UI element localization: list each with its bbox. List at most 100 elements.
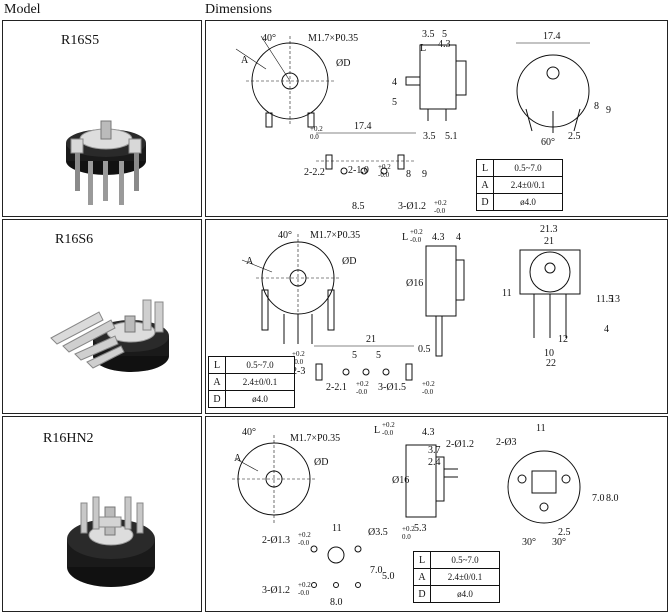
svg-text:3-Ø1.2: 3-Ø1.2 (398, 201, 426, 212)
svg-text:10: 10 (544, 348, 554, 359)
svg-text:-0.0: -0.0 (410, 236, 422, 244)
svg-text:+0.2: +0.2 (298, 531, 311, 539)
svg-text:11: 11 (536, 423, 546, 434)
product-photo-r16s5 (66, 120, 146, 205)
svg-text:21.3: 21.3 (540, 224, 558, 235)
svg-text:-0.0: -0.0 (422, 388, 434, 396)
model-name: R16S5 (61, 33, 100, 48)
dimension-drawing-r16s6: 40° M1.7×P0.35 A ØD L +0.2 -0.0 4.3 4 Ø1… (205, 219, 668, 414)
svg-text:4.3: 4.3 (432, 232, 445, 243)
svg-text:-0.0: -0.0 (298, 539, 310, 547)
dimensions-column-header: Dimensions (205, 2, 272, 17)
svg-text:A: A (246, 256, 254, 267)
dimension-drawing-r16s5: 40° M1.7×P0.35 A ØD 3.5 5 L 4.3 4 5 3.5 … (205, 20, 668, 217)
model-cell-r16hn2: R16HN2 (2, 416, 202, 612)
svg-text:4: 4 (604, 324, 609, 335)
svg-text:-0.0: -0.0 (356, 388, 368, 396)
svg-text:-0.0: -0.0 (298, 589, 310, 597)
svg-text:12: 12 (558, 334, 568, 345)
svg-text:2-2.1: 2-2.1 (326, 382, 347, 393)
svg-text:8.0: 8.0 (330, 597, 343, 608)
product-photo-r16s6 (50, 299, 169, 372)
model-cell-r16s6: R16S6 (2, 219, 202, 414)
svg-text:+0.2: +0.2 (402, 525, 415, 533)
svg-text:Ø16: Ø16 (406, 278, 423, 289)
dimension-drawing-r16hn2: 40° M1.7×P0.35 A ØD L +0.2 -0.0 4.3 3.7 … (205, 416, 668, 612)
svg-text:3.5: 3.5 (423, 131, 436, 142)
svg-text:8.0: 8.0 (606, 493, 619, 504)
svg-text:9: 9 (422, 169, 427, 180)
svg-text:-0.0: -0.0 (382, 429, 394, 437)
svg-text:0.0: 0.0 (310, 133, 319, 141)
svg-text:L: L (420, 43, 426, 54)
svg-text:L: L (374, 425, 380, 436)
svg-text:A: A (241, 55, 249, 66)
svg-text:11.5: 11.5 (596, 294, 613, 305)
svg-text:4: 4 (456, 232, 461, 243)
svg-text:5: 5 (442, 29, 447, 40)
svg-text:4.3: 4.3 (438, 39, 451, 50)
svg-text:ØD: ØD (336, 58, 350, 69)
svg-text:22: 22 (546, 358, 556, 369)
svg-text:13: 13 (610, 294, 620, 305)
svg-text:3-Ø1.2: 3-Ø1.2 (262, 585, 290, 596)
svg-text:Ø3.5: Ø3.5 (368, 527, 388, 538)
svg-text:3.5: 3.5 (422, 29, 435, 40)
svg-text:7.0: 7.0 (592, 493, 605, 504)
svg-text:17.4: 17.4 (543, 31, 561, 42)
svg-text:+0.2: +0.2 (422, 380, 435, 388)
svg-text:2-3: 2-3 (292, 366, 305, 377)
svg-text:L: L (402, 232, 408, 243)
svg-text:3.7: 3.7 (428, 445, 441, 456)
model-cell-r16s5: R16S5 (2, 20, 202, 217)
svg-text:2-Ø1.3: 2-Ø1.3 (262, 535, 290, 546)
svg-text:40°: 40° (262, 33, 276, 44)
svg-text:30°: 30° (522, 537, 536, 548)
svg-text:2-1.0: 2-1.0 (348, 165, 369, 176)
svg-text:40°: 40° (278, 230, 292, 241)
svg-text:4.3: 4.3 (422, 427, 435, 438)
svg-text:M1.7×P0.35: M1.7×P0.35 (308, 33, 358, 44)
svg-text:2-2.2: 2-2.2 (304, 167, 325, 178)
svg-text:+0.2: +0.2 (382, 421, 395, 429)
svg-text:ØD: ØD (342, 256, 356, 267)
svg-text:-0.0: -0.0 (434, 207, 446, 215)
svg-text:5.3: 5.3 (414, 523, 427, 534)
svg-text:8: 8 (594, 101, 599, 112)
svg-text:2-Ø1.2: 2-Ø1.2 (446, 439, 474, 450)
svg-text:A: A (234, 453, 242, 464)
svg-text:+0.2: +0.2 (410, 228, 423, 236)
svg-text:0.5: 0.5 (418, 344, 431, 355)
svg-text:21: 21 (544, 236, 554, 247)
svg-text:11: 11 (332, 523, 342, 534)
svg-text:5.0: 5.0 (382, 571, 395, 582)
svg-text:2-Ø3: 2-Ø3 (496, 437, 517, 448)
svg-text:8: 8 (406, 169, 411, 180)
svg-text:40°: 40° (242, 427, 256, 438)
svg-text:5: 5 (352, 350, 357, 361)
svg-text:+0.2: +0.2 (298, 581, 311, 589)
svg-text:+0.2: +0.2 (434, 199, 447, 207)
svg-text:2.5: 2.5 (558, 527, 571, 538)
svg-text:-0.0: -0.0 (292, 358, 304, 366)
svg-text:-0.0: -0.0 (378, 171, 390, 179)
svg-text:11: 11 (502, 288, 512, 299)
svg-text:+0.2: +0.2 (292, 350, 305, 358)
svg-text:M1.7×P0.35: M1.7×P0.35 (310, 230, 360, 241)
svg-text:3-Ø1.5: 3-Ø1.5 (378, 382, 406, 393)
svg-text:ØD: ØD (314, 457, 328, 468)
svg-text:30°: 30° (552, 537, 566, 548)
svg-text:8.5: 8.5 (352, 201, 365, 212)
svg-text:5: 5 (392, 97, 397, 108)
product-photo-r16hn2 (67, 496, 155, 587)
